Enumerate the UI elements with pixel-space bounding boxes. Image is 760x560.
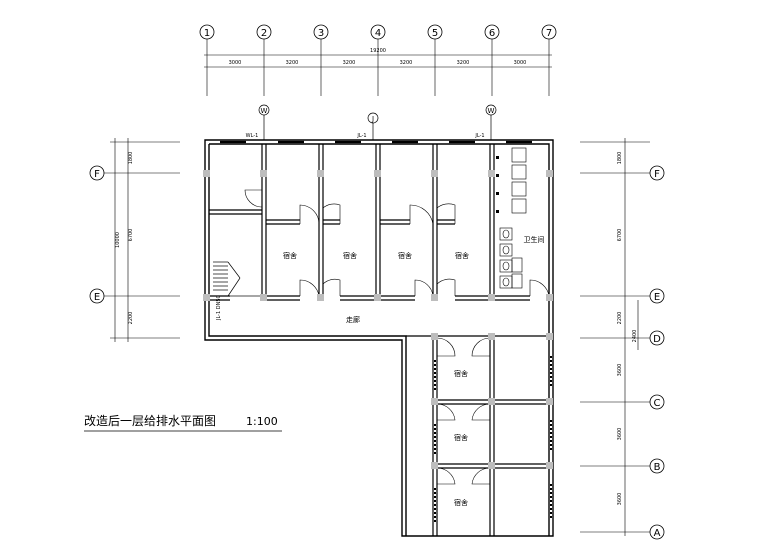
east-door-swings <box>436 337 491 485</box>
right-dim-4: 3600 <box>617 364 623 377</box>
right-axis-E: E <box>654 292 660 303</box>
right-segment-dimensions: 1800 6700 2200 3600 3600 3600 2400 <box>617 152 638 506</box>
riser-marker-letters: W J W <box>261 107 495 123</box>
riser-marker-j: J <box>371 115 374 123</box>
axis-label-6: 6 <box>489 28 495 39</box>
right-dim-5: 3600 <box>617 428 623 441</box>
left-axis-bubbles <box>89 165 105 304</box>
axis-label-7: 7 <box>546 28 552 39</box>
left-axis-E: E <box>94 292 100 303</box>
top-dim-6: 3000 <box>514 60 527 66</box>
left-axis-F: F <box>94 169 100 180</box>
room-label-north-4: 宿舍 <box>455 251 469 260</box>
right-axis-F: F <box>654 169 660 180</box>
north-room-labels: 宿舍 宿舍 宿舍 宿舍 <box>283 251 469 260</box>
staircase <box>208 213 263 297</box>
axis-label-2: 2 <box>261 28 267 39</box>
left-dim-1: 1800 <box>128 152 134 165</box>
room-label-north-3: 宿舍 <box>398 251 412 260</box>
room-label-east-3: 宿舍 <box>454 498 468 507</box>
column-markers <box>203 170 553 469</box>
right-dim-corner: 2400 <box>632 330 638 343</box>
right-axis-labels: F E D C B A <box>653 169 661 539</box>
drawing-scale: 1:100 <box>246 415 278 428</box>
east-room-labels: 宿舍 宿舍 宿舍 <box>454 369 468 507</box>
top-segment-dimensions: 3000 3200 3200 3200 3200 3000 <box>229 60 527 66</box>
north-interior-walls <box>209 144 530 301</box>
top-axis-labels: 1 2 3 4 5 6 7 <box>204 28 552 39</box>
riser-marker-w2: W <box>488 107 495 115</box>
right-dim-2: 6700 <box>617 229 623 242</box>
left-total-dimension: 10000 <box>115 232 121 248</box>
top-dim-4: 3200 <box>400 60 413 66</box>
top-total-dimension: 19200 <box>370 48 386 54</box>
right-axis-B: B <box>654 462 661 473</box>
top-dim-5: 3200 <box>457 60 470 66</box>
room-label-east-1: 宿舍 <box>454 369 468 378</box>
right-axis-bubbles <box>649 165 665 540</box>
riser-label-2: JL-1 <box>356 133 366 139</box>
building-outline <box>204 139 554 537</box>
right-dimension-lines <box>580 138 650 536</box>
toilet-fixtures <box>499 147 527 289</box>
axis-label-1: 1 <box>204 28 210 39</box>
riser-labels: WL-1 JL-1 JL-1 <box>246 133 485 139</box>
axis-label-4: 4 <box>375 28 381 39</box>
door-swings <box>244 189 550 297</box>
toilet-fixture-dots <box>496 156 499 213</box>
top-dim-2: 3200 <box>286 60 299 66</box>
east-windows <box>434 356 552 522</box>
right-dim-6: 3600 <box>617 493 623 506</box>
right-dim-3: 2200 <box>617 312 623 325</box>
axis-label-5: 5 <box>432 28 438 39</box>
corridor-label: 走廊 <box>346 315 360 324</box>
riser-label-3: JL-1 <box>474 133 484 139</box>
right-axis-D: D <box>653 334 661 345</box>
room-label-north-2: 宿舍 <box>343 251 357 260</box>
stair-riser-note: JL-1 DN50 <box>216 295 222 321</box>
room-label-east-2: 宿舍 <box>454 433 468 442</box>
riser-marker-w1: W <box>261 107 268 115</box>
right-axis-C: C <box>654 398 661 409</box>
top-dim-1: 3000 <box>229 60 242 66</box>
drawing-title: 改造后一层给排水平面图 <box>84 414 216 428</box>
riser-markers <box>258 104 497 140</box>
left-dim-3: 2200 <box>128 312 134 325</box>
left-dim-2: 6700 <box>128 229 134 242</box>
toilet-label: 卫生间 <box>524 235 545 244</box>
east-wing-walls <box>406 335 553 536</box>
axis-label-3: 3 <box>318 28 324 39</box>
room-label-north-1: 宿舍 <box>283 251 297 260</box>
left-dimension-lines <box>104 138 180 342</box>
riser-label-1: WL-1 <box>246 133 259 139</box>
right-axis-A: A <box>654 528 661 539</box>
right-dim-1: 1800 <box>617 152 623 165</box>
top-dimension-lines <box>204 39 552 96</box>
top-dim-3: 3200 <box>343 60 356 66</box>
left-axis-labels: F E <box>94 169 100 303</box>
left-segment-dimensions: 1800 6700 2200 <box>128 152 134 325</box>
